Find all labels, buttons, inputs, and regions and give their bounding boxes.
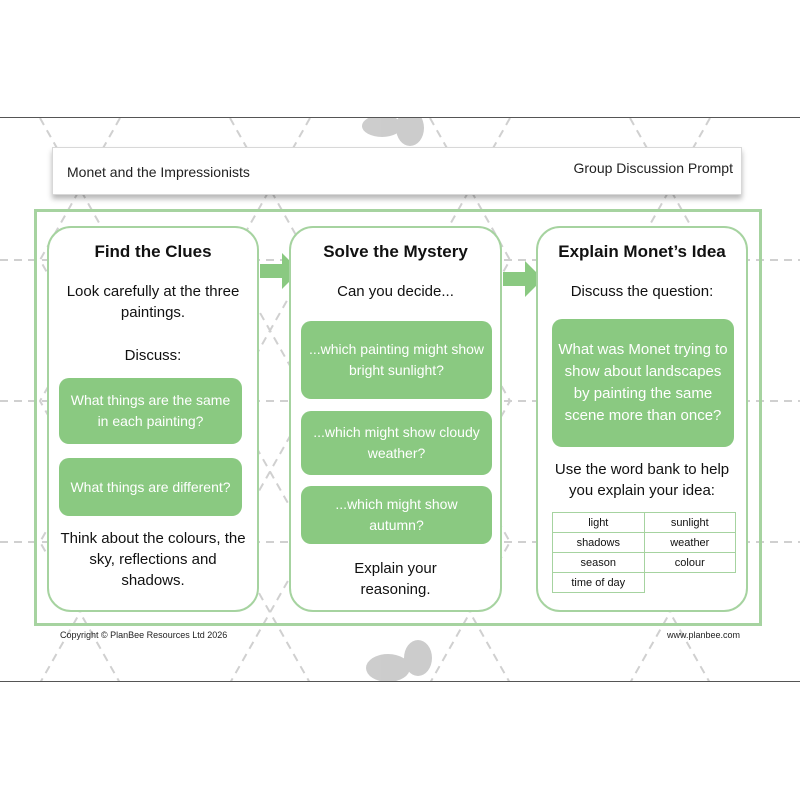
- card-title: Find the Clues: [94, 242, 212, 261]
- prompt-autumn: ...which might show autumn?: [301, 486, 492, 544]
- card-explain-monets-idea: Explain Monet’s Idea Discuss the questio…: [536, 226, 748, 612]
- word-bank-cell: time of day: [552, 572, 645, 593]
- card-outro-text: Explain your reasoning.: [354, 560, 437, 598]
- word-bank-cell-empty: [644, 573, 735, 593]
- word-bank-cell: weather: [643, 532, 737, 553]
- prompt-cloudy: ...which might show cloudy weather?: [301, 411, 492, 475]
- prompt-same: What things are the same in each paintin…: [59, 378, 242, 444]
- bee-logo-icon: [366, 640, 432, 681]
- word-bank-cell: light: [552, 512, 645, 533]
- bee-logo-icon: [362, 118, 424, 146]
- card-title: Explain Monet’s Idea: [558, 242, 726, 261]
- discuss-label: Discuss:: [124, 347, 182, 364]
- header-activity-title: Group Discussion Prompt: [573, 160, 733, 176]
- copyright-text: Copyright © PlanBee Resources Ltd 2026: [60, 630, 228, 640]
- prompt-monet-question: What was Monet trying to show about land…: [552, 319, 734, 447]
- card-find-the-clues: Find the Clues Look carefully at the thr…: [47, 226, 259, 612]
- word-bank-cell: colour: [643, 552, 737, 573]
- website-link[interactable]: www.planbee.com: [666, 630, 740, 640]
- card-intro-text: Can you decide...: [337, 283, 454, 300]
- header-topic-title: Monet and the Impressionists: [67, 164, 250, 180]
- word-bank-table: light sunlight shadows weather season co…: [552, 512, 737, 593]
- arrow-right-icon: [503, 261, 543, 297]
- card-solve-the-mystery: Solve the Mystery Can you decide... ...w…: [289, 226, 502, 612]
- card-outro-text: Use the word bank to help you explain yo…: [554, 461, 730, 499]
- worksheet-page: Monet and the Impressionists Group Discu…: [0, 117, 800, 682]
- content-frame: [34, 209, 762, 626]
- word-bank-cell: shadows: [552, 532, 645, 553]
- header-bar: Monet and the Impressionists Group Discu…: [52, 147, 742, 195]
- word-bank-cell: sunlight: [643, 512, 737, 533]
- card-intro-text: Discuss the question:: [570, 283, 714, 300]
- prompt-different: What things are different?: [59, 458, 242, 516]
- card-intro-text: Look carefully at the three paintings.: [66, 283, 240, 321]
- card-outro-text: Think about the colours, the sky, reflec…: [60, 530, 246, 589]
- card-title: Solve the Mystery: [323, 242, 468, 261]
- word-bank-cell: season: [552, 552, 645, 573]
- prompt-sunlight: ...which painting might show bright sunl…: [301, 321, 492, 399]
